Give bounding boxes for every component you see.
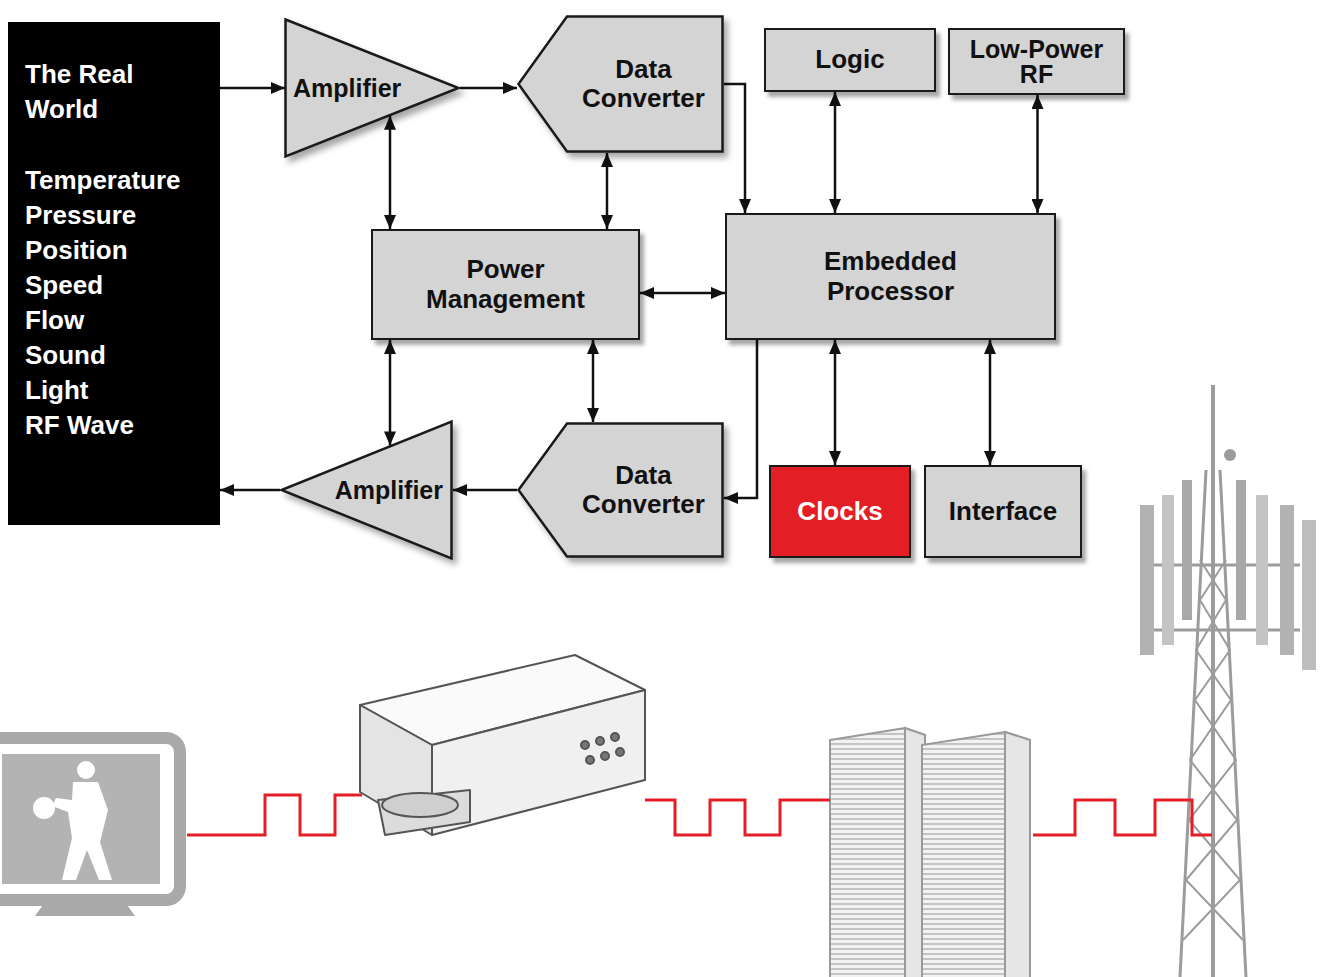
- box-label: Embedded Processor: [791, 247, 991, 305]
- converter-shape-outline: [519, 424, 723, 557]
- clock-wave: [1033, 800, 1212, 835]
- server-racks: [830, 728, 1030, 977]
- connector-arrow: [834, 92, 837, 213]
- dvd-player: [360, 655, 645, 835]
- quantity-label: Sound: [25, 338, 106, 373]
- box-label: Interface: [949, 497, 1057, 526]
- quantity-label: Pressure: [25, 198, 136, 233]
- player-button: [601, 752, 609, 760]
- connector-arrow: [640, 292, 725, 295]
- quantity-label: RF Wave: [25, 408, 134, 443]
- player-body: [52, 782, 112, 880]
- tv-frame: [0, 738, 180, 900]
- disc: [382, 793, 458, 817]
- process-box: Power Management: [371, 229, 640, 340]
- world-panel: The Real WorldTemperaturePressurePositio…: [8, 22, 220, 525]
- disc-tray: [378, 790, 470, 835]
- player-button: [616, 748, 624, 756]
- process-box: Low-Power RF: [948, 28, 1125, 95]
- connector-arrow: [389, 116, 392, 229]
- television: [0, 738, 180, 916]
- converter-shape-outline: [519, 17, 723, 152]
- quantity-label: Position: [25, 233, 128, 268]
- process-box: Embedded Processor: [725, 213, 1056, 340]
- clock-wave: [645, 800, 830, 835]
- process-box: Logic: [764, 28, 936, 92]
- connector-arrow: [606, 153, 609, 229]
- converter-shape: Data Converter: [517, 15, 724, 153]
- tower-leg: [1220, 470, 1246, 977]
- tv-screen: [2, 754, 160, 884]
- box-label: Low-Power RF: [962, 37, 1112, 87]
- connector-arrow: [453, 489, 517, 492]
- player-button: [611, 733, 619, 741]
- dish: [1224, 449, 1236, 461]
- antenna-panel: [1280, 505, 1294, 655]
- server-rack: [830, 728, 925, 977]
- connector-arrow: [460, 87, 517, 90]
- connector-arrow: [724, 340, 757, 498]
- player-button: [586, 756, 594, 764]
- box-label: Amplifier: [293, 74, 401, 102]
- amplifier-triangle: Amplifier: [280, 420, 453, 560]
- quantity-label: Flow: [25, 303, 84, 338]
- amplifier-triangle-outline: [286, 20, 459, 157]
- antenna-panel: [1140, 505, 1154, 655]
- connector-arrow: [592, 340, 595, 422]
- connector-arrow: [724, 84, 745, 213]
- connector-arrow: [1036, 95, 1039, 213]
- tv-stand: [35, 902, 135, 916]
- antenna-panel: [1182, 480, 1192, 620]
- antenna-panel: [1302, 520, 1316, 670]
- tower-bracing: [1186, 560, 1243, 940]
- tower-mast: [1211, 385, 1215, 977]
- box-label: Data Converter: [569, 55, 718, 113]
- box-label: Logic: [815, 45, 884, 74]
- clock-waveforms: [187, 795, 1212, 835]
- player-button: [581, 741, 589, 749]
- quantity-label: Speed: [25, 268, 103, 303]
- antenna-panel: [1236, 480, 1246, 620]
- converter-shape: Data Converter: [517, 422, 724, 558]
- box-label: Power Management: [406, 255, 606, 313]
- connector-arrow: [220, 87, 285, 90]
- player-head: [77, 761, 95, 779]
- amplifier-triangle-outline: [282, 422, 452, 559]
- quantity-label: Light: [25, 373, 89, 408]
- server-rack: [922, 732, 1030, 977]
- box-label: Amplifier: [335, 476, 443, 504]
- connector-arrow: [834, 340, 837, 465]
- player-button: [596, 737, 604, 745]
- connector-arrow: [389, 340, 392, 445]
- quantity-label: Temperature: [25, 163, 181, 198]
- server-side: [1005, 732, 1030, 977]
- basketball: [33, 797, 55, 819]
- amplifier-triangle: Amplifier: [284, 18, 460, 158]
- antenna-panel: [1162, 495, 1174, 645]
- clock-box: Clocks: [769, 465, 911, 558]
- box-label: Data Converter: [569, 461, 718, 519]
- process-box: Interface: [924, 465, 1082, 558]
- antenna-panel: [1256, 495, 1268, 645]
- connector-arrow: [220, 489, 280, 492]
- connector-arrow: [989, 340, 992, 465]
- panel-heading: The Real World: [25, 57, 165, 127]
- cell-tower: [1140, 385, 1316, 977]
- clock-wave: [187, 795, 362, 835]
- box-label: Clocks: [797, 497, 882, 526]
- tower-leg: [1180, 470, 1206, 977]
